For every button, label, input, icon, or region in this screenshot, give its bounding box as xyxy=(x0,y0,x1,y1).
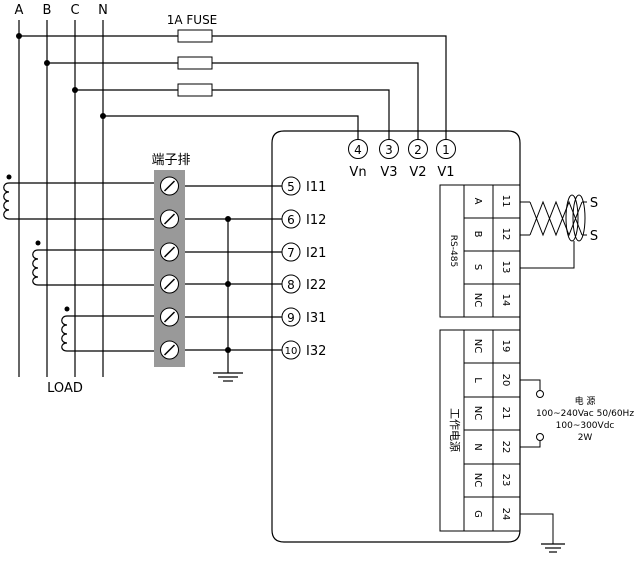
power-spec: 电 源 100~240Vac 50/60Hz 100~300Vdc 2W xyxy=(536,395,634,443)
power-module: 工作电源 NC L NC N NC G 19 20 21 22 23 24 xyxy=(439,329,521,532)
svg-text:19: 19 xyxy=(500,340,511,353)
svg-text:V3: V3 xyxy=(380,165,397,180)
svg-text:11: 11 xyxy=(500,195,511,208)
svg-text:B: B xyxy=(472,231,483,238)
svg-text:L: L xyxy=(472,377,483,383)
terminal-block xyxy=(154,170,185,367)
voltage-wire-v2 xyxy=(44,56,419,139)
svg-text:I21: I21 xyxy=(306,246,326,261)
svg-text:13: 13 xyxy=(500,261,511,274)
svg-text:3: 3 xyxy=(385,143,393,157)
voltage-wire-vn xyxy=(100,113,359,139)
svg-text:NC: NC xyxy=(472,473,483,487)
svg-text:20: 20 xyxy=(500,374,511,387)
terminal-i21: 7 I21 xyxy=(281,242,326,262)
voltage-wire-v3 xyxy=(72,83,390,139)
svg-text:NC: NC xyxy=(472,339,483,353)
current-wires xyxy=(185,185,282,373)
load-label: LOAD xyxy=(47,381,83,396)
svg-text:4: 4 xyxy=(354,143,362,157)
svg-text:9: 9 xyxy=(287,311,295,325)
ct-coil-3 xyxy=(61,306,160,352)
svg-text:I12: I12 xyxy=(306,213,326,228)
svg-text:I32: I32 xyxy=(306,344,326,359)
svg-text:V2: V2 xyxy=(409,165,426,180)
svg-text:I31: I31 xyxy=(306,311,326,326)
svg-text:10: 10 xyxy=(285,346,298,357)
svg-text:24: 24 xyxy=(500,508,511,521)
svg-text:100~300Vdc: 100~300Vdc xyxy=(556,421,615,431)
voltage-wire-v1 xyxy=(16,29,447,139)
rs485-title: RS-485 xyxy=(448,235,458,267)
ground-symbol-power xyxy=(520,513,565,553)
svg-text:S: S xyxy=(472,264,483,270)
svg-text:N: N xyxy=(472,443,483,450)
power-title: 工作电源 xyxy=(448,408,462,452)
rs485-twisted-pair: S S xyxy=(520,194,598,269)
svg-text:6: 6 xyxy=(287,213,295,227)
svg-text:I22: I22 xyxy=(306,278,326,293)
ground-symbol-ct xyxy=(213,372,243,382)
terminal-v3: 3 V3 xyxy=(379,139,399,180)
svg-text:V1: V1 xyxy=(437,165,454,180)
terminal-v1: 1 V1 xyxy=(436,139,456,180)
bus-label-n: N xyxy=(98,3,108,18)
shield-label-bottom: S xyxy=(590,229,598,244)
svg-text:1: 1 xyxy=(442,143,450,157)
shield-label-top: S xyxy=(590,196,598,211)
svg-text:Vn: Vn xyxy=(349,165,366,180)
svg-text:A: A xyxy=(472,198,483,205)
fuse-label: 1A FUSE xyxy=(167,13,218,27)
svg-text:8: 8 xyxy=(287,278,295,292)
svg-text:5: 5 xyxy=(287,180,295,194)
svg-text:23: 23 xyxy=(500,474,511,487)
svg-text:22: 22 xyxy=(500,441,511,454)
power-supply-wires xyxy=(520,379,544,448)
terminal-block-screws xyxy=(160,176,179,360)
svg-text:2: 2 xyxy=(414,143,422,157)
ct-coil-1 xyxy=(3,174,160,220)
bus-label-c: C xyxy=(70,3,79,18)
bus-label-a: A xyxy=(15,3,24,18)
terminal-vn: 4 Vn xyxy=(348,139,368,180)
svg-text:7: 7 xyxy=(287,246,295,260)
svg-text:电 源: 电 源 xyxy=(575,395,596,407)
terminal-block-label: 端子排 xyxy=(151,153,190,168)
terminal-i11: 5 I11 xyxy=(281,176,326,196)
svg-text:21: 21 xyxy=(500,407,511,420)
svg-text:I11: I11 xyxy=(306,180,326,195)
svg-text:G: G xyxy=(472,510,483,518)
rs485-module: RS-485 A B S NC 11 12 13 14 xyxy=(439,184,521,318)
svg-text:NC: NC xyxy=(472,406,483,420)
meter-enclosure xyxy=(271,130,521,543)
terminal-i32: 10 I32 xyxy=(281,340,326,360)
svg-text:2W: 2W xyxy=(578,433,593,443)
terminal-i12: 6 I12 xyxy=(281,209,326,229)
terminal-i31: 9 I31 xyxy=(281,307,326,327)
svg-text:14: 14 xyxy=(500,294,511,307)
bus-label-b: B xyxy=(43,3,52,18)
svg-text:12: 12 xyxy=(500,228,511,241)
terminal-i22: 8 I22 xyxy=(281,274,326,294)
terminal-v2: 2 V2 xyxy=(408,139,428,180)
ct-coil-2 xyxy=(32,240,160,286)
svg-text:NC: NC xyxy=(472,293,483,307)
svg-text:100~240Vac 50/60Hz: 100~240Vac 50/60Hz xyxy=(536,409,634,419)
